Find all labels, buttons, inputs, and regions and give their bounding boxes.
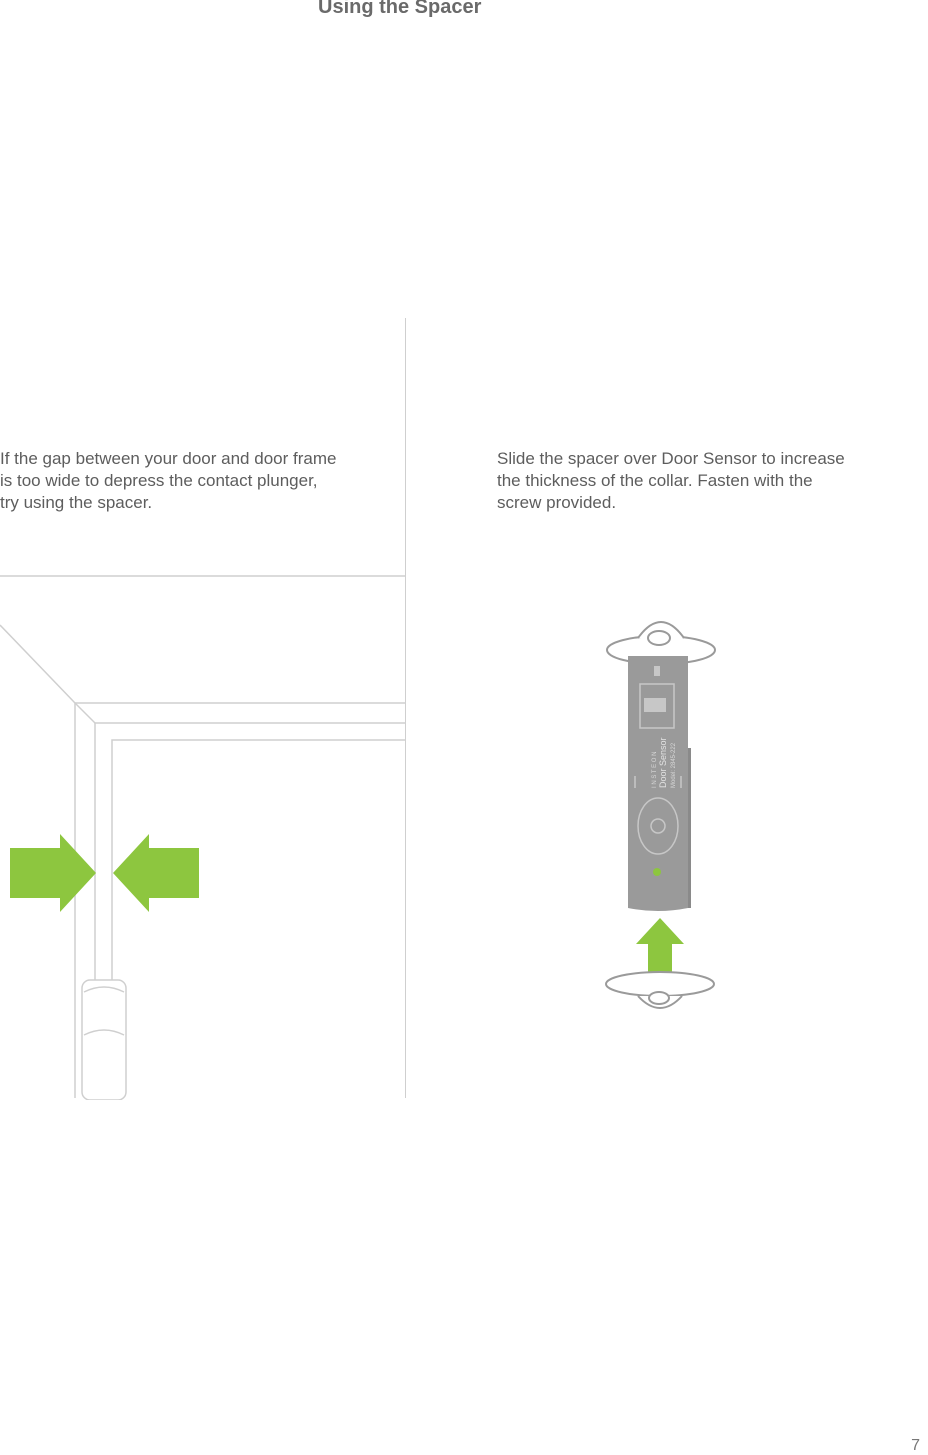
status-led	[653, 868, 661, 876]
left-pointing-arrow-icon	[113, 834, 199, 912]
device-brand: I N S T E O N	[652, 752, 658, 788]
sensor-body	[628, 656, 691, 911]
device-model: Model: 2845-222	[671, 742, 677, 788]
door-sensor-illustration: I N S T E O N Door Sensor Model: 2845-22…	[605, 621, 716, 1009]
door-frame-mid	[94, 722, 405, 1098]
device-name: Door Sensor	[658, 737, 668, 788]
page-number: 7	[911, 1437, 920, 1454]
sensor-plunger	[81, 979, 127, 1100]
column-divider	[405, 318, 406, 1098]
right-pointing-arrow-icon	[10, 834, 96, 912]
sensor-button	[637, 797, 679, 855]
door-frame-inner	[111, 739, 405, 1098]
page-title: Using the Spacer	[318, 0, 482, 18]
left-instruction-text: If the gap between your door and door fr…	[0, 449, 337, 512]
frame-diagonal-line	[0, 624, 76, 704]
spacer-ring	[605, 971, 715, 1009]
up-arrow-icon	[636, 918, 684, 986]
door-frame-illustration	[0, 575, 405, 1100]
right-instruction-text: Slide the spacer over Door Sensor to inc…	[497, 449, 845, 512]
